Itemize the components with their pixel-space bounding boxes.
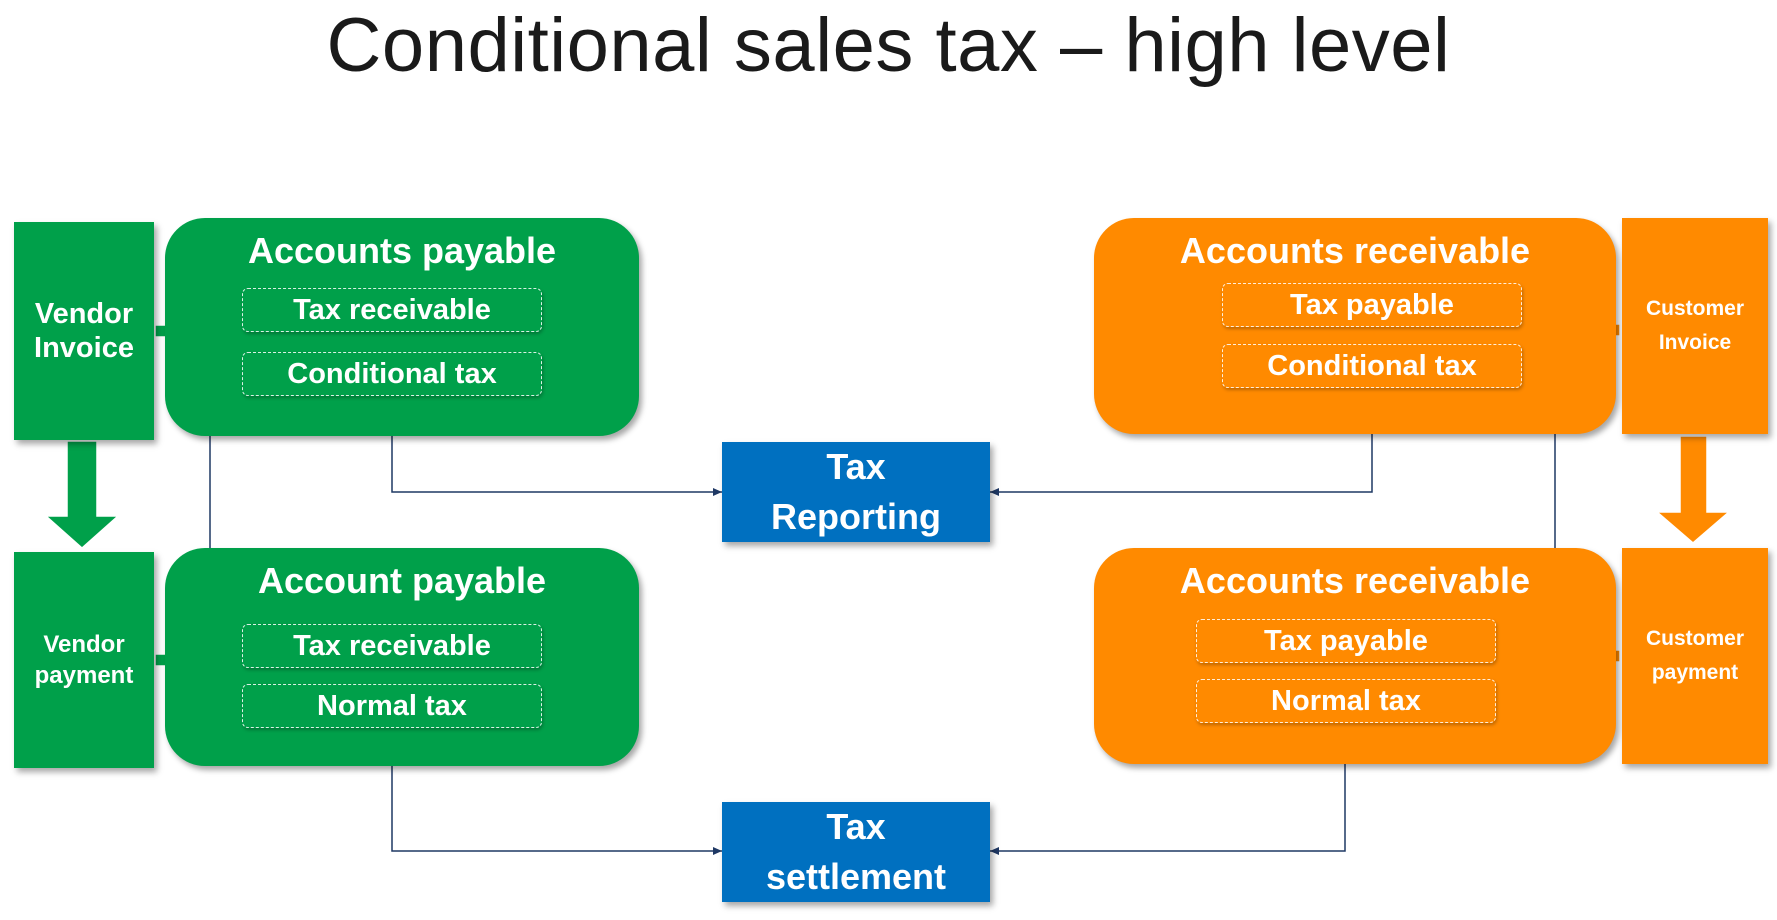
- ar-payment-tax-payable: Tax payable: [1196, 619, 1496, 663]
- vendor-payment-line2: payment: [34, 662, 134, 689]
- tax-reporting-box: Tax Reporting: [722, 442, 990, 542]
- page-title: Conditional sales tax – high level: [326, 3, 1451, 88]
- connector-ap-normal-to-settlement: [391, 727, 722, 855]
- vendor-invoice-box: Vendor Invoice: [14, 222, 154, 440]
- ap-invoice-conditional-tax: Conditional tax: [242, 352, 542, 396]
- ar-invoice-panel: Accounts receivable Tax payable Conditio…: [1094, 218, 1616, 434]
- customer-invoice-line1: Customer: [1645, 297, 1745, 320]
- ar-payment-normal-tax: Normal tax: [1196, 679, 1496, 723]
- vendor-payment-line1: Vendor: [43, 631, 125, 658]
- arrow-vendor-invoice-to-payment-icon: [44, 440, 120, 550]
- ap-payment-tax-receivable: Tax receivable: [242, 624, 542, 668]
- customer-invoice-line2: Invoice: [1658, 331, 1732, 354]
- customer-invoice-box: Customer Invoice: [1622, 218, 1768, 434]
- ar-invoice-conditional-tax: Conditional tax: [1222, 344, 1522, 388]
- vendor-invoice-line1: Vendor: [34, 298, 134, 330]
- tax-settlement-line2: settlement: [765, 856, 947, 897]
- arrow-customer-invoice-to-payment-icon: [1654, 435, 1732, 544]
- ar-invoice-tax-payable: Tax payable: [1222, 283, 1522, 327]
- ap-payment-panel-title: Account payable: [257, 560, 547, 601]
- customer-payment-line2: payment: [1651, 661, 1739, 684]
- vendor-payment-box: Vendor payment: [14, 552, 154, 768]
- customer-payment-line1: Customer: [1645, 627, 1745, 650]
- tax-settlement-line1: Tax: [826, 806, 886, 847]
- tax-settlement-box: Tax settlement: [722, 802, 990, 902]
- ap-payment-panel: Account payable Tax receivable Normal ta…: [165, 548, 639, 766]
- tax-reporting-line2: Reporting: [771, 496, 941, 537]
- ap-invoice-tax-receivable: Tax receivable: [242, 288, 542, 332]
- ap-invoice-panel-title: Accounts payable: [247, 230, 557, 271]
- connector-ar-normal-to-settlement: [990, 723, 1346, 855]
- ap-payment-normal-tax: Normal tax: [242, 684, 542, 728]
- vendor-invoice-line2: Invoice: [34, 332, 134, 364]
- ar-payment-panel-title: Accounts receivable: [1179, 560, 1531, 601]
- ar-payment-panel: Accounts receivable Tax payable Normal t…: [1094, 548, 1616, 764]
- ar-invoice-panel-title: Accounts receivable: [1179, 230, 1531, 271]
- customer-payment-box: Customer payment: [1622, 548, 1768, 764]
- ap-invoice-panel: Accounts payable Tax receivable Conditio…: [165, 218, 639, 436]
- tax-reporting-line1: Tax: [826, 446, 886, 487]
